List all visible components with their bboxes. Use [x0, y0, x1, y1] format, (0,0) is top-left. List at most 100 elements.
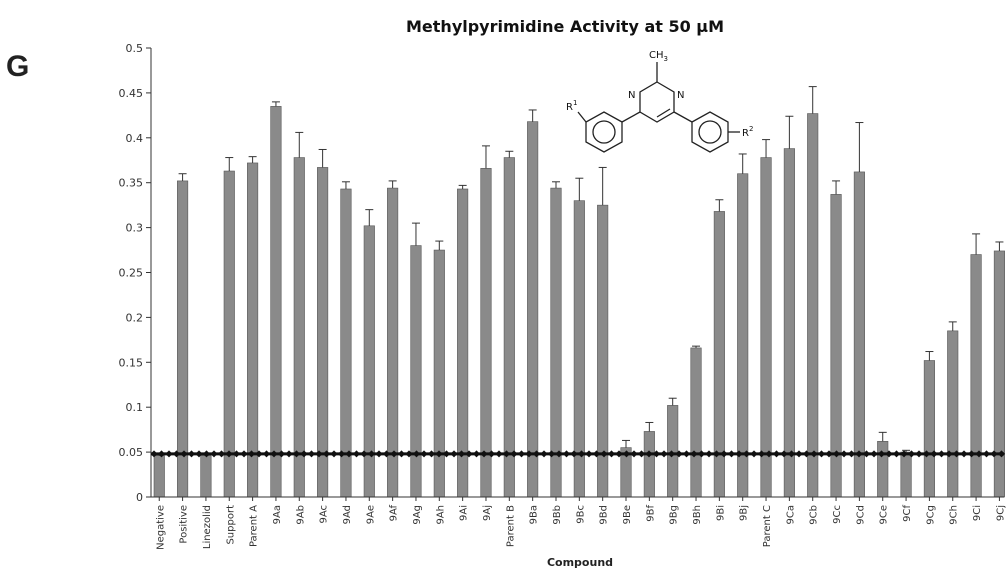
- x-tick-label: Parent C: [762, 505, 773, 547]
- threshold-marker: [952, 450, 961, 458]
- threshold-marker: [660, 450, 668, 458]
- threshold-marker: [472, 450, 481, 458]
- bar: [177, 180, 189, 498]
- x-tick-label: 9Bj: [739, 505, 750, 521]
- bar: [550, 187, 562, 498]
- x-tick-label: 9Bg: [669, 505, 680, 525]
- threshold-marker: [832, 450, 841, 458]
- threshold-marker: [915, 450, 923, 458]
- threshold-marker: [397, 450, 406, 458]
- threshold-marker: [720, 450, 728, 458]
- threshold-marker: [217, 450, 226, 458]
- threshold-marker: [382, 450, 391, 458]
- chemical-structure: [577, 62, 740, 153]
- threshold-marker: [292, 450, 301, 458]
- left-phenyl-ring: [585, 111, 623, 153]
- threshold-marker: [637, 450, 646, 458]
- threshold-marker: [675, 450, 683, 458]
- threshold-marker: [615, 450, 623, 458]
- threshold-marker: [772, 450, 781, 458]
- bar: [737, 173, 749, 498]
- bar: [853, 171, 865, 498]
- x-tick-label: Parent B: [505, 505, 516, 547]
- pyrimidine-ring: [639, 81, 675, 123]
- x-tick-label: 9Aj: [482, 505, 493, 521]
- threshold-marker: [270, 450, 278, 458]
- threshold-marker: [982, 450, 991, 458]
- x-tick-label: 9Bh: [692, 505, 703, 525]
- threshold-marker: [570, 450, 578, 458]
- threshold-marker: [532, 450, 541, 458]
- bar: [247, 162, 259, 498]
- x-tick-label: 9Ci: [972, 505, 983, 521]
- threshold-marker: [165, 450, 173, 458]
- x-tick-label: 9Cf: [902, 505, 913, 522]
- x-tick-label: 9Aa: [272, 505, 283, 524]
- threshold-marker: [180, 450, 188, 458]
- bar: [223, 170, 235, 498]
- threshold-marker: [712, 450, 721, 458]
- x-tick-label: 9Ca: [785, 505, 796, 524]
- threshold-marker: [870, 450, 878, 458]
- x-tick-label: 9Cb: [809, 505, 820, 525]
- y-tick-label: 0.15: [119, 356, 144, 369]
- threshold-marker: [795, 450, 803, 458]
- threshold-marker: [450, 450, 458, 458]
- x-tick-label: Negative: [155, 505, 166, 550]
- y-tick-label: 0.3: [126, 222, 144, 235]
- threshold-marker: [780, 450, 788, 458]
- bar: [970, 254, 982, 498]
- x-axis-label: Compound: [547, 556, 613, 569]
- bar: [643, 431, 655, 498]
- threshold-marker: [735, 450, 743, 458]
- threshold-marker: [750, 450, 758, 458]
- threshold-marker: [367, 450, 376, 458]
- threshold-marker: [277, 450, 286, 458]
- threshold-marker: [232, 450, 241, 458]
- threshold-marker: [315, 450, 323, 458]
- threshold-marker: [307, 450, 316, 458]
- bar: [270, 106, 282, 498]
- threshold-marker: [892, 450, 901, 458]
- threshold-marker: [210, 450, 218, 458]
- threshold-marker: [495, 450, 503, 458]
- bar: [877, 441, 889, 498]
- bar: [457, 188, 469, 498]
- threshold-marker: [652, 450, 661, 458]
- right-phenyl-aromatic: [698, 120, 722, 144]
- threshold-marker: [487, 450, 496, 458]
- threshold-marker: [622, 450, 631, 458]
- threshold-marker: [585, 450, 593, 458]
- threshold-marker: [555, 450, 563, 458]
- threshold-marker: [840, 450, 848, 458]
- threshold-marker: [742, 450, 751, 458]
- threshold-marker: [765, 450, 773, 458]
- bar: [293, 157, 305, 498]
- bar: [503, 157, 515, 498]
- right-aryl-bond: [673, 111, 693, 123]
- threshold-marker: [645, 450, 653, 458]
- x-tick-label: 9Ac: [319, 505, 330, 524]
- bar: [340, 188, 352, 498]
- threshold-marker: [442, 450, 451, 458]
- threshold-marker: [802, 450, 811, 458]
- bar: [317, 167, 329, 498]
- y-axis: 00.050.10.150.20.250.30.350.40.450.5: [119, 42, 152, 504]
- threshold-marker: [787, 450, 796, 458]
- threshold-marker: [187, 450, 196, 458]
- threshold-marker: [517, 450, 526, 458]
- bar: [993, 250, 1005, 498]
- threshold-marker: [225, 450, 233, 458]
- threshold-marker: [435, 450, 443, 458]
- threshold-marker: [855, 450, 863, 458]
- bar: [760, 157, 772, 498]
- threshold-marker: [697, 450, 706, 458]
- threshold-marker: [427, 450, 436, 458]
- x-tick-label: 9Bd: [599, 505, 610, 525]
- y-tick-label: 0.4: [126, 132, 144, 145]
- threshold-marker: [247, 450, 256, 458]
- threshold-marker: [420, 450, 428, 458]
- x-tick-label: Support: [225, 505, 236, 545]
- threshold-marker: [690, 450, 698, 458]
